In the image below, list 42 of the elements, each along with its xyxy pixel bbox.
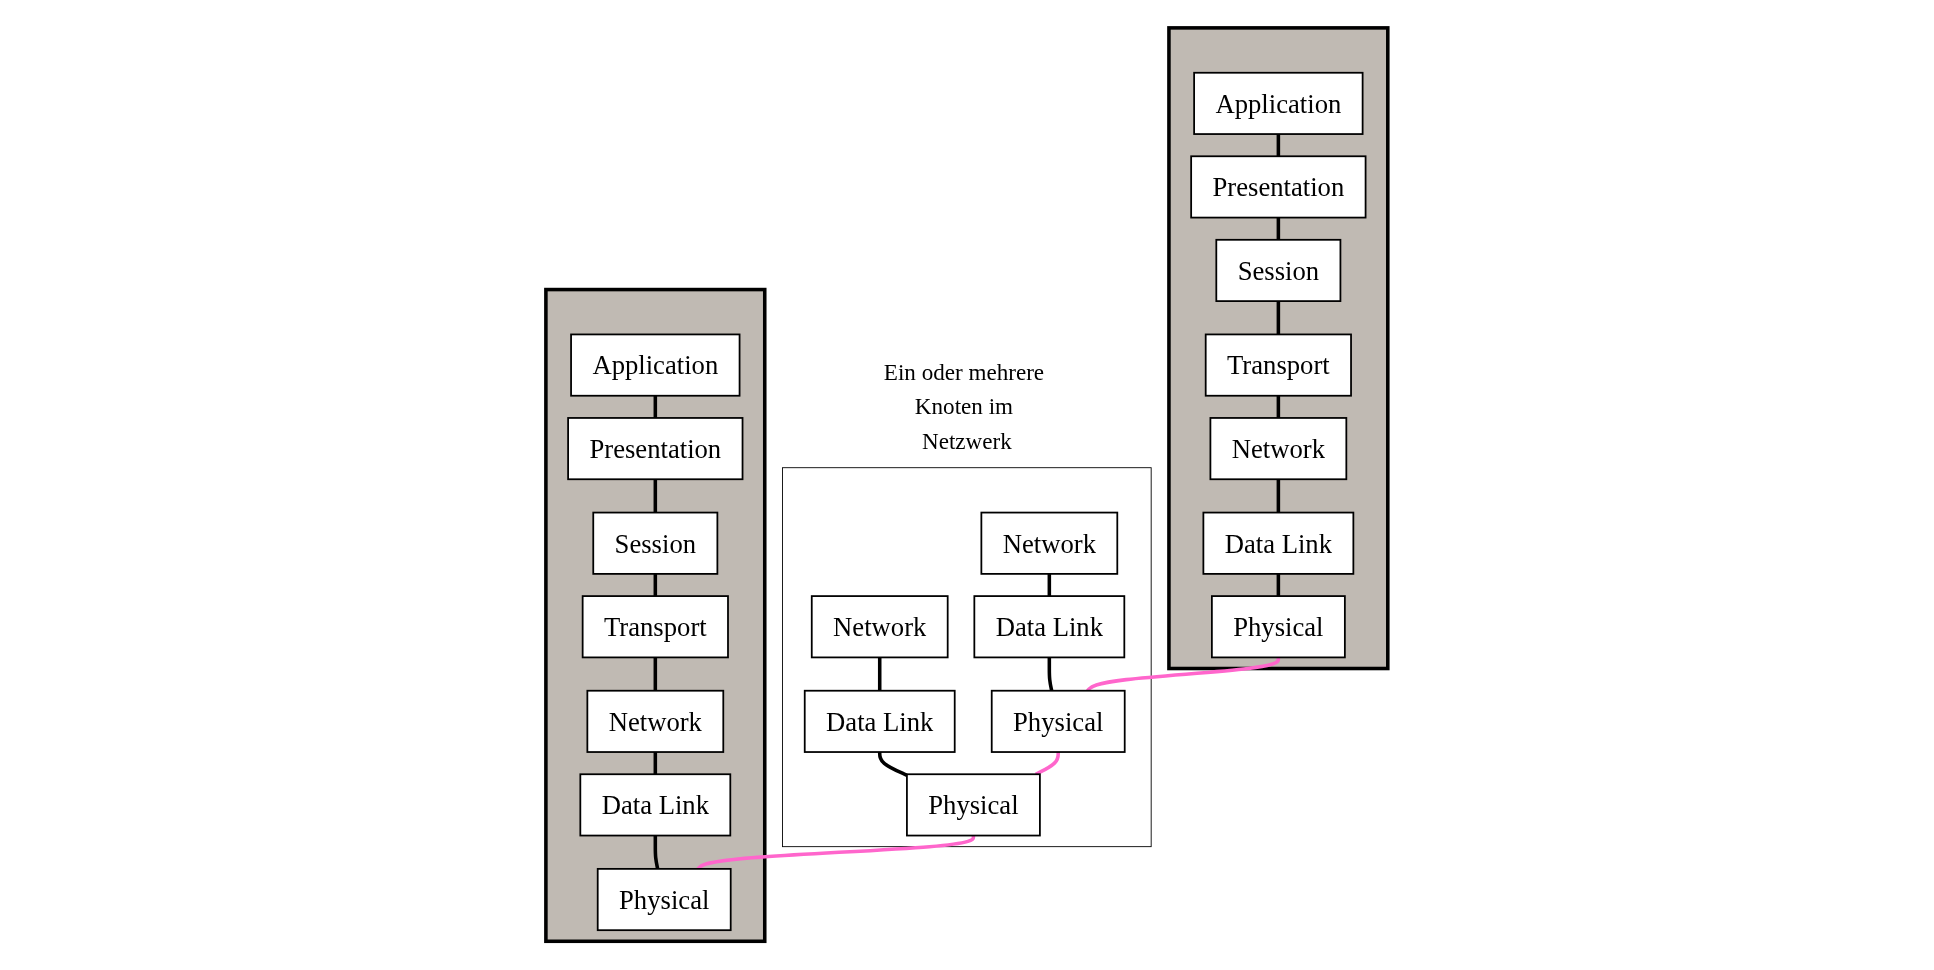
connector: [653, 396, 658, 419]
node-box: Physical: [991, 690, 1126, 754]
node-box: Transport: [1204, 333, 1353, 398]
node-box: Network: [1209, 417, 1348, 481]
node-box: Network: [980, 512, 1119, 576]
connector: [878, 752, 908, 778]
connector: [878, 657, 882, 692]
connector: [653, 574, 658, 597]
connector: [1276, 574, 1281, 597]
connector: [653, 752, 658, 775]
connector: [653, 835, 660, 870]
node-box: Data Link: [1202, 512, 1355, 576]
node-label: Ein oder mehrere Knoten im Netzwerk: [883, 359, 1045, 455]
node-box: Network: [586, 690, 725, 754]
connector: [1276, 479, 1281, 513]
node-box: Physical: [597, 868, 732, 932]
connector: [696, 835, 976, 871]
node-box: Physical: [1211, 595, 1346, 659]
connector: [1276, 134, 1281, 157]
node-box: Transport: [581, 595, 730, 659]
cluster: [1167, 26, 1390, 671]
node-box: Session: [592, 512, 719, 576]
connector: [653, 657, 658, 692]
connector: [653, 479, 658, 513]
node-box: Physical: [906, 773, 1041, 837]
connector: [1047, 574, 1052, 597]
node-box: Data Link: [579, 773, 732, 837]
node-box: Application: [1193, 72, 1364, 136]
node-box: Presentation: [1190, 155, 1367, 219]
cluster: [544, 288, 767, 944]
connector: [1276, 396, 1281, 419]
cluster: [782, 467, 1152, 848]
connector: [1276, 218, 1281, 241]
connector: [1047, 657, 1054, 692]
connector: [1086, 657, 1281, 693]
connector: [1276, 301, 1281, 335]
node-box: Network: [811, 595, 949, 659]
node-box: Data Link: [804, 690, 956, 754]
node-box: Presentation: [567, 417, 744, 481]
node-box: Data Link: [973, 595, 1126, 659]
node-box: Session: [1215, 239, 1342, 303]
node-box: Application: [570, 333, 741, 398]
